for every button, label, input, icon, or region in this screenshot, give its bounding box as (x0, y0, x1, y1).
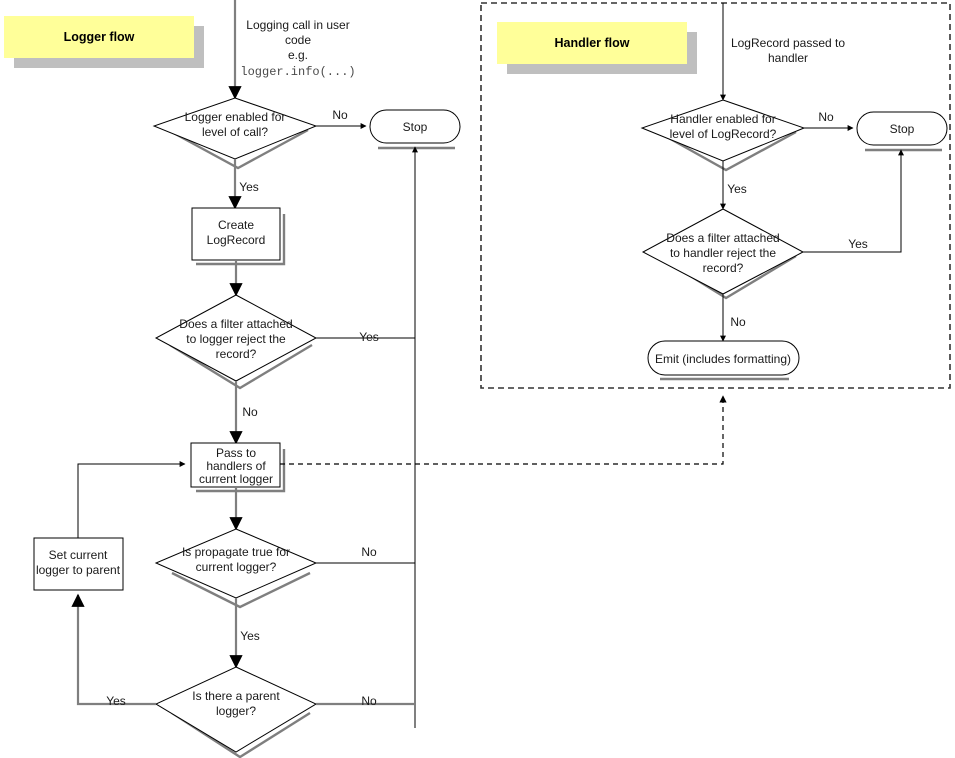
node-handler-enabled: Handler enabled for level of LogRecord? (640, 99, 806, 172)
node-logger-filter-line-2: record? (216, 347, 257, 361)
node-handler-filter-line-1: to handler reject the (670, 246, 776, 260)
edge-label-has-parent-yes: Yes (106, 694, 126, 708)
node-create-logrecord-line-1: LogRecord (207, 233, 266, 247)
edge-has-parent-yes (71, 593, 156, 706)
node-set-parent: Set current logger to parent (33, 537, 124, 591)
node-set-parent-line-1: logger to parent (36, 563, 121, 577)
node-handler-filter-line-2: record? (703, 261, 744, 275)
node-handler-stop: Stop (856, 111, 948, 152)
node-emit-shape (647, 340, 800, 376)
handler-flow-banner: Handler flow (497, 22, 697, 74)
node-logger-stop-shape (369, 109, 461, 144)
edge-label-is-propagate-yes: Yes (240, 629, 260, 643)
node-handler-enabled-line-1: level of LogRecord? (670, 127, 777, 141)
node-emit-label: Emit (includes formatting) (655, 352, 791, 366)
node-set-parent-shape (33, 537, 124, 591)
handler-flow-banner-label: Handler flow (554, 36, 629, 50)
node-create-logrecord: Create LogRecord (191, 207, 286, 266)
node-logger-filter: Does a filter attached to logger reject … (154, 294, 318, 390)
logger-entry-note-code: logger.info(...) (240, 65, 355, 79)
edge-label-handler-filter-yes: Yes (848, 237, 868, 251)
node-logger-enabled-line-0: Logger enabled for (185, 110, 286, 124)
node-pass-to-handlers: Pass to handlers of current logger (190, 442, 286, 493)
node-logger-filter-line-1: to logger reject the (186, 332, 286, 346)
edge-handler-filter-yes (803, 149, 904, 253)
edge-label-handler-enabled-no: No (818, 110, 834, 124)
logger-entry-note: Logging call in user code e.g. logger.in… (240, 18, 355, 79)
logger-entry-note-line-2: e.g. (288, 48, 308, 62)
node-handler-filter-line-0: Does a filter attached (666, 231, 779, 245)
node-is-propagate-line-0: Is propagate true for (182, 545, 290, 559)
edge-label-handler-enabled-yes: Yes (727, 182, 747, 196)
node-create-logrecord-line-0: Create (218, 218, 254, 232)
edge-set-parent-to-pass (77, 461, 186, 538)
node-handler-stop-label: Stop (890, 122, 915, 136)
edge-label-has-parent-no: No (361, 694, 377, 708)
node-create-logrecord-shape (191, 207, 281, 261)
node-emit: Emit (includes formatting) (647, 340, 800, 381)
node-logger-enabled: Logger enabled for level of call? (152, 97, 318, 170)
node-is-propagate-line-1: current logger? (196, 560, 277, 574)
edge-pass-to-handler-flow (280, 395, 727, 465)
logger-entry-note-line-1: code (285, 33, 311, 47)
node-logger-stop: Stop (369, 109, 461, 150)
node-is-propagate: Is propagate true for current logger? (154, 528, 318, 609)
logger-flow-banner-label: Logger flow (64, 30, 135, 44)
node-pass-to-handlers-shape (190, 442, 281, 488)
handler-entry-note: LogRecord passed to handler (731, 36, 845, 65)
node-has-parent-shape (154, 666, 318, 753)
edge-label-is-propagate-no: No (361, 545, 377, 559)
handler-flow-region (480, 2, 951, 389)
logger-flow-banner: Logger flow (4, 16, 204, 68)
node-pass-to-handlers-line-1: handlers of (206, 459, 266, 473)
edge-label-logger-filter-yes: Yes (359, 330, 379, 344)
handler-entry-note-line-0: LogRecord passed to (731, 36, 845, 50)
edge-label-handler-filter-no: No (730, 315, 746, 329)
logger-entry-note-line-0: Logging call in user (246, 18, 349, 32)
node-has-parent-line-0: Is there a parent (192, 689, 280, 703)
node-has-parent-line-1: logger? (216, 704, 256, 718)
node-logger-stop-label: Stop (403, 120, 428, 134)
node-handler-enabled-line-0: Handler enabled for (670, 112, 775, 126)
edge-label-logger-filter-no: No (242, 405, 258, 419)
node-handler-stop-shape (856, 111, 948, 146)
node-handler-filter: Does a filter attached to handler reject… (641, 208, 805, 300)
node-has-parent: Is there a parent logger? (154, 666, 318, 758)
node-set-parent-line-0: Set current (49, 548, 108, 562)
node-pass-to-handlers-line-0: Pass to (216, 446, 256, 460)
node-logger-enabled-line-1: level of call? (202, 125, 268, 139)
edge-label-logger-enabled-yes: Yes (239, 180, 259, 194)
handler-entry-note-line-1: handler (768, 51, 808, 65)
edge-label-logger-enabled-no: No (332, 108, 348, 122)
node-pass-to-handlers-line-2: current logger (199, 472, 273, 486)
node-logger-filter-line-0: Does a filter attached (179, 317, 292, 331)
